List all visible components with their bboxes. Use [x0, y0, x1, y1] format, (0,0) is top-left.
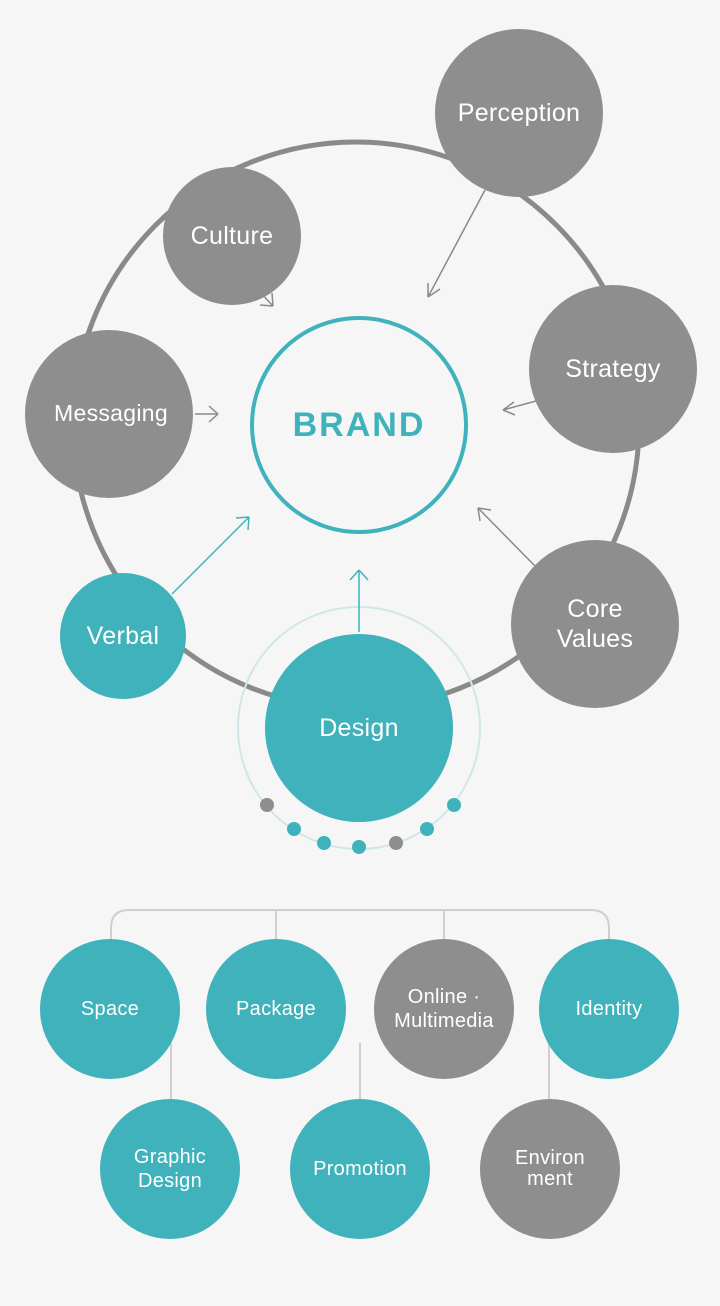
node-promotion: Promotion — [290, 1099, 430, 1239]
node-environment-label: Environ ment — [515, 1147, 585, 1190]
dot-teal — [317, 836, 331, 850]
node-perception-label: Perception — [457, 99, 581, 127]
node-messaging: Messaging — [25, 330, 193, 498]
arrow-design — [349, 569, 369, 632]
node-verbal-label: Verbal — [86, 622, 160, 650]
node-package-label: Package — [236, 998, 316, 1020]
node-online-multimedia-label: Online · Multimedia — [394, 986, 494, 1032]
dot-teal — [287, 822, 301, 836]
brand-center-circle: BRAND — [250, 316, 468, 534]
node-promotion-label: Promotion — [313, 1158, 407, 1180]
arrow-core-values — [477, 507, 536, 567]
node-identity: Identity — [539, 939, 679, 1079]
dot-teal — [420, 822, 434, 836]
node-space-label: Space — [80, 998, 140, 1020]
dot-teal — [352, 840, 366, 854]
node-environment: Environ ment — [480, 1099, 620, 1239]
node-graphic-design: Graphic Design — [100, 1099, 240, 1239]
node-graphic-design-label: Graphic Design — [133, 1146, 207, 1192]
node-online-multimedia: Online · Multimedia — [374, 939, 514, 1079]
arrow-perception — [427, 189, 486, 298]
node-perception: Perception — [435, 29, 603, 197]
node-core-values: Core Values — [511, 540, 679, 708]
node-culture: Culture — [163, 167, 301, 305]
branch-bracket — [110, 909, 610, 940]
dot-gray — [260, 798, 274, 812]
node-design: Design — [265, 634, 453, 822]
arrow-messaging — [195, 405, 219, 423]
arrow-strategy — [502, 400, 537, 416]
node-core-values-label: Core Values — [556, 595, 634, 653]
dot-gray — [389, 836, 403, 850]
brand-label: BRAND — [292, 405, 426, 444]
node-verbal: Verbal — [60, 573, 186, 699]
arrow-verbal — [171, 516, 250, 595]
node-identity-label: Identity — [575, 998, 643, 1020]
node-space: Space — [40, 939, 180, 1079]
node-culture-label: Culture — [190, 222, 274, 250]
node-package: Package — [206, 939, 346, 1079]
node-messaging-label: Messaging — [54, 400, 168, 427]
node-strategy-label: Strategy — [565, 355, 661, 383]
dot-teal — [447, 798, 461, 812]
node-strategy: Strategy — [529, 285, 697, 453]
node-design-label: Design — [319, 714, 399, 742]
